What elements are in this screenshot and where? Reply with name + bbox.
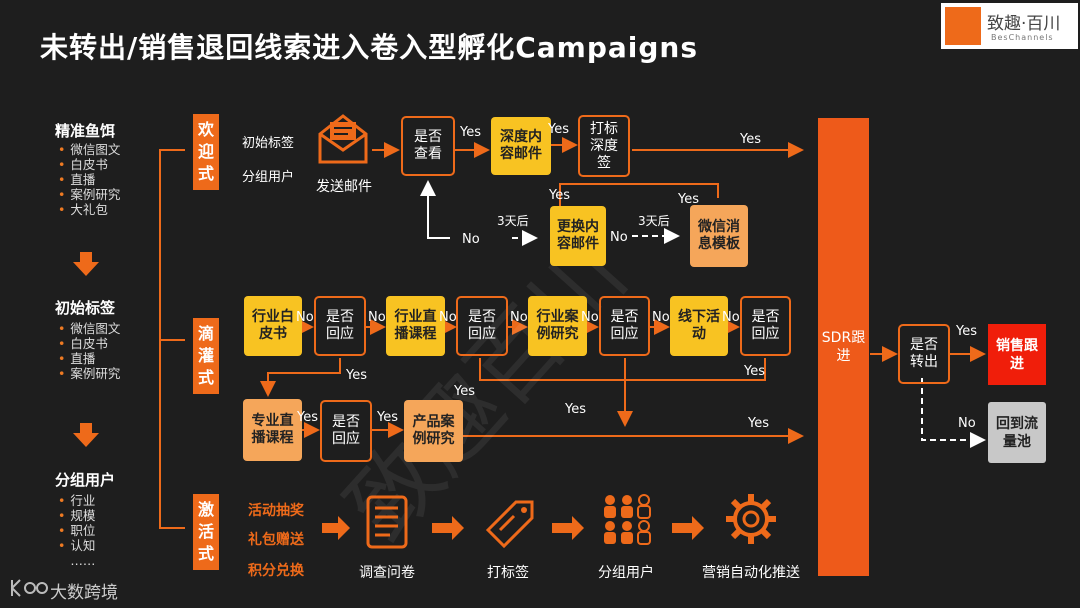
yes-label: Yes [297, 410, 318, 425]
group-heading-segments: 分组用户 [55, 471, 116, 489]
no-label: No [581, 310, 599, 325]
tagging-label: 打标签 [487, 565, 529, 581]
yes-label: Yes [956, 324, 977, 339]
yes-label: Yes [548, 122, 569, 137]
yes-label: Yes [748, 416, 769, 431]
document-icon [366, 495, 408, 549]
deep-content-mail: 深度内容邮件 [491, 117, 551, 175]
survey-label: 调查问卷 [359, 565, 415, 581]
footer-brand: 大数跨境 [50, 583, 118, 603]
list-item: •微信图文 [58, 142, 121, 157]
product-case-study: 产品案例研究 [404, 400, 463, 462]
sales-follow-box: 销售跟进 [988, 324, 1046, 385]
list-item: •白皮书 [58, 157, 108, 172]
yes-label: Yes [460, 125, 481, 140]
list-item: •白皮书 [58, 336, 108, 351]
list-item: •案例研究 [58, 366, 121, 381]
segments-label: 分组用户 [598, 565, 654, 581]
converted-decision: 是否转出 [898, 324, 950, 384]
page-title: 未转出/销售退回线索进入卷入型孵化Campaigns [40, 31, 699, 64]
input-segments: 分组用户 [242, 170, 295, 185]
brand-mark-icon [11, 579, 48, 597]
no-label: No [439, 310, 457, 325]
group-heading-tags: 初始标签 [55, 299, 116, 317]
gear-icon [726, 494, 776, 544]
no-label: No [652, 310, 670, 325]
industry-live-course: 行业直播课程 [386, 296, 445, 356]
no-label: No [722, 310, 740, 325]
activity-lottery: 活动抽奖 [248, 503, 304, 519]
no-label: No [296, 310, 314, 325]
wechat-template: 微信消息模板 [690, 205, 748, 267]
logo-main-text: 致趣·百川 [987, 14, 1061, 34]
replied-decision-3: 是否回应 [599, 296, 650, 356]
user-group-icon [604, 494, 651, 545]
stage-welcome: 欢迎式 [193, 114, 219, 190]
yes-label: Yes [744, 364, 765, 379]
change-content-mail: 更换内容邮件 [550, 206, 606, 266]
industry-whitepaper: 行业白皮书 [244, 296, 302, 356]
no-label: No [510, 310, 528, 325]
brand-logo: 致趣·百川 BesChannels [941, 3, 1078, 49]
yes-label: Yes [565, 402, 586, 417]
replied-decision-2: 是否回应 [456, 296, 508, 356]
after-3-days: 3天后 [497, 214, 529, 228]
list-item: •直播 [58, 351, 96, 366]
tag-icon [485, 500, 534, 549]
yes-label: Yes [454, 384, 475, 399]
yes-label: Yes [346, 368, 367, 383]
back-to-pool-box: 回到流量池 [988, 402, 1046, 463]
stage-drip: 滴灌式 [193, 318, 219, 394]
list-item: •直播 [58, 172, 96, 187]
logo-sub-text: BesChannels [991, 33, 1054, 42]
yes-label: Yes [377, 410, 398, 425]
input-initial-tags: 初始标签 [242, 136, 295, 151]
replied-decision-1: 是否回应 [314, 296, 366, 356]
yes-label: Yes [678, 192, 699, 207]
list-item: •微信图文 [58, 321, 121, 336]
automation-label: 营销自动化推送 [702, 565, 800, 581]
list-item: •规模 [58, 508, 96, 523]
industry-case-study: 行业案例研究 [528, 296, 587, 356]
yes-label: Yes [740, 132, 761, 147]
no-label: No [958, 416, 976, 431]
list-item: •行业 [58, 493, 96, 508]
pro-live-course: 专业直播课程 [243, 399, 302, 461]
tag-deep-box: 打标深度签 [578, 115, 630, 177]
yes-label: Yes [549, 188, 570, 203]
group-list-segments: •行业 •规模 •职位 •认知 •…… [58, 493, 128, 568]
sdr-follow-bar: SDR跟进 [818, 118, 869, 576]
replied-decision-5: 是否回应 [320, 400, 372, 462]
no-label: No [368, 310, 386, 325]
envelope-icon [318, 114, 368, 164]
group-list-tags: •微信图文 •白皮书 •直播 •案例研究 [58, 321, 128, 381]
gift-package: 礼包赠送 [248, 532, 304, 548]
stage-activate: 激活式 [193, 494, 219, 570]
replied-decision-4: 是否回应 [740, 296, 791, 356]
viewed-decision: 是否查看 [401, 116, 455, 176]
list-item: •案例研究 [58, 187, 121, 202]
logo-mark-icon [945, 7, 981, 45]
after-3-days: 3天后 [638, 214, 670, 228]
group-list-bait: •微信图文 •白皮书 •直播 •案例研究 •大礼包 [58, 142, 128, 217]
list-item: •…… [70, 553, 96, 568]
points-redeem: 积分兑换 [248, 563, 304, 579]
list-item: •认知 [58, 538, 96, 553]
group-heading-bait: 精准鱼饵 [55, 122, 116, 140]
no-label: No [610, 230, 628, 245]
offline-event: 线下活动 [670, 296, 728, 356]
send-mail-label: 发送邮件 [316, 179, 372, 195]
list-item: •大礼包 [58, 202, 108, 217]
list-item: •职位 [58, 523, 96, 538]
no-label: No [462, 232, 480, 247]
